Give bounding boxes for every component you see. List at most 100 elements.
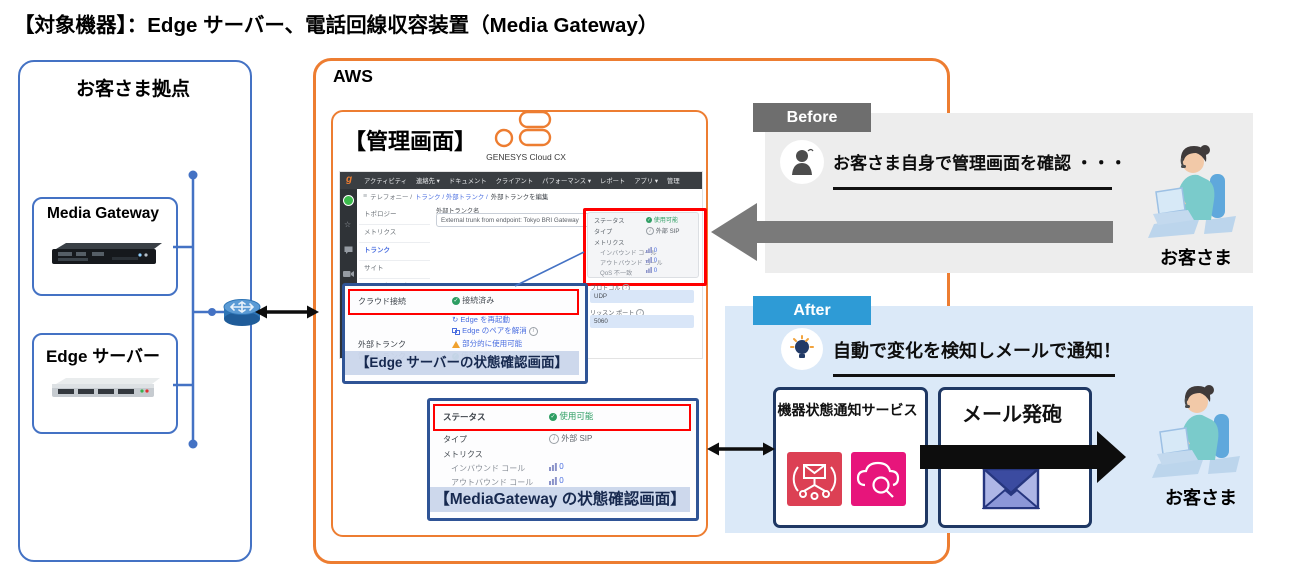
router-icon bbox=[223, 299, 261, 326]
after-underline bbox=[833, 374, 1115, 377]
media-gateway-device-image bbox=[52, 243, 162, 264]
panel-inbound-label: インバウンド コール bbox=[600, 250, 657, 257]
avatar[interactable] bbox=[343, 195, 354, 206]
edge-unpair-link[interactable]: Edge のペアを解消 i bbox=[452, 325, 538, 336]
trunk-status-panel bbox=[587, 212, 699, 278]
genesys-g-icon: g bbox=[346, 174, 353, 185]
mg-status-highlight bbox=[433, 404, 691, 431]
chat-icon[interactable] bbox=[344, 246, 353, 256]
warning-icon bbox=[452, 340, 460, 348]
camera-icon[interactable] bbox=[343, 270, 354, 278]
unpair-icon bbox=[452, 327, 460, 335]
info-icon: i bbox=[549, 433, 559, 444]
mg-outbound-value: 0 bbox=[549, 476, 564, 485]
before-underline bbox=[833, 187, 1112, 190]
edge-cloud-value: ✓ 接続済み bbox=[452, 296, 495, 305]
edge-status-highlight bbox=[348, 289, 579, 315]
edge-status-caption: 【Edge サーバーの状態確認画面】 bbox=[345, 351, 579, 375]
panel-inbound-value: 0 bbox=[646, 247, 657, 254]
edge-server-label: Edge サーバー bbox=[45, 347, 161, 366]
menu-grid-icon[interactable]: ≡ bbox=[363, 193, 368, 200]
mg-type-label: タイプ bbox=[443, 435, 467, 444]
edge-server-device-image bbox=[52, 378, 160, 397]
panel-type-value: i 外部 SIP bbox=[646, 226, 679, 236]
chart-icon bbox=[646, 247, 652, 254]
router-aws-arrow bbox=[255, 305, 319, 319]
breadcrumb: ≡ テレフォニー / トランク / 外部トランク / 外部トランクを編集 bbox=[363, 192, 548, 201]
nav-item-reports[interactable]: レポート bbox=[600, 178, 626, 185]
panel-qos-label: QoS 不一致 bbox=[600, 270, 633, 277]
customer-site-label: お客さま拠点 bbox=[75, 79, 190, 100]
info-icon: i bbox=[528, 326, 538, 336]
customer-illustration bbox=[1148, 145, 1236, 238]
cloudwatch-icon bbox=[851, 452, 906, 506]
sidebar-item-metrics[interactable]: メトリクス bbox=[359, 224, 430, 243]
check-icon: ✓ bbox=[549, 412, 557, 421]
panel-status-label: ステータス bbox=[594, 218, 625, 225]
before-message: お客さま自身で管理画面を確認 ・・・ bbox=[833, 154, 1127, 173]
after-customer-label: お客さま bbox=[1165, 488, 1237, 508]
status-panel-highlight bbox=[583, 208, 707, 286]
nav-item-clients[interactable]: クライアント bbox=[495, 178, 534, 185]
panel-outbound-value: 0 bbox=[646, 257, 657, 264]
panel-outbound-label: アウトバウンド コール bbox=[600, 260, 663, 267]
nav-item-performance[interactable]: パフォーマンス ▾ bbox=[542, 178, 592, 185]
chart-icon bbox=[549, 462, 557, 471]
admin-panel-heading: 【管理画面】 bbox=[344, 129, 477, 154]
breadcrumb-current: 外部トランクを編集 bbox=[490, 194, 549, 201]
check-icon: ✓ bbox=[646, 217, 652, 224]
edge-server-box bbox=[32, 333, 178, 434]
aws-sns-icon bbox=[787, 452, 842, 506]
edge-restart-link[interactable]: ↻ Edge を再起動 bbox=[452, 315, 510, 324]
page-title: 【対象機器】：Edge サーバー、電話回線収容装置（Media Gateway） bbox=[14, 14, 659, 37]
panel-metrics-label: メトリクス bbox=[594, 240, 625, 247]
media-gateway-label: Media Gateway bbox=[47, 205, 159, 222]
info-icon: i bbox=[646, 227, 654, 236]
panel-qos-value: 0 bbox=[646, 267, 657, 274]
chart-icon bbox=[549, 476, 557, 485]
mg-metrics-label: メトリクス bbox=[443, 450, 483, 459]
confused-person-glyph bbox=[792, 148, 814, 175]
customer-site-box bbox=[18, 60, 252, 562]
protocol-field[interactable]: UDP bbox=[590, 290, 694, 303]
lightbulb-glyph bbox=[790, 335, 814, 358]
breadcrumb-telephony[interactable]: テレフォニー / bbox=[370, 194, 412, 201]
chart-icon bbox=[646, 267, 652, 274]
nav-item-activity[interactable]: アクティビティ bbox=[364, 178, 408, 185]
aws-label: AWS bbox=[333, 66, 373, 86]
nav-item-apps[interactable]: アプリ ▾ bbox=[634, 178, 659, 185]
refresh-icon: ↻ bbox=[452, 315, 459, 324]
after-message: 自動で変化を検知しメールで通知！ bbox=[833, 341, 1121, 361]
edge-cloud-label: クラウド接続 bbox=[358, 297, 406, 306]
sidebar-item-sites[interactable]: サイト bbox=[359, 260, 430, 279]
mg-outbound-label: アウトバウンド コール bbox=[451, 478, 534, 487]
mg-type-value: i 外部 SIP bbox=[549, 433, 592, 444]
before-person-icon bbox=[780, 140, 824, 184]
check-icon: ✓ bbox=[452, 296, 460, 305]
breadcrumb-trunks[interactable]: トランク / 外部トランク / bbox=[415, 194, 488, 201]
sidebar-item-trunks[interactable]: トランク bbox=[359, 242, 430, 261]
notify-service-label: 機器状態通知サービス bbox=[777, 402, 918, 418]
mg-inbound-value: 0 bbox=[549, 462, 564, 471]
mg-inbound-label: インバウンド コール bbox=[451, 464, 526, 473]
before-customer-label: お客さま bbox=[1160, 248, 1232, 268]
chart-icon bbox=[646, 257, 652, 264]
genesys-logo-icon bbox=[494, 110, 552, 148]
nav-item-documents[interactable]: ドキュメント bbox=[448, 178, 487, 185]
after-badge: After bbox=[753, 296, 871, 325]
mg-status-label: ステータス bbox=[443, 412, 486, 422]
nav-item-contacts[interactable]: 連絡先 ▾ bbox=[416, 178, 440, 185]
star-icon[interactable]: ☆ bbox=[344, 220, 352, 229]
customer-illustration bbox=[1152, 385, 1240, 478]
envelope-icon bbox=[982, 467, 1040, 510]
nav-item-admin[interactable]: 管理 bbox=[667, 178, 680, 185]
edge-ext-trunk-value: 部分的に使用可能 bbox=[452, 338, 522, 349]
mg-status-value: ✓ 使用可能 bbox=[549, 411, 594, 421]
sidebar-item-topology[interactable]: トポロジー bbox=[359, 206, 430, 225]
after-bulb-icon bbox=[781, 328, 823, 370]
mg-status-caption: 【MediaGateway の状態確認画面】 bbox=[430, 487, 690, 512]
admin-top-nav: アクティビティ 連絡先 ▾ ドキュメント クライアント パフォーマンス ▾ レポ… bbox=[340, 172, 702, 189]
trunk-name-label: 外部トランク名 bbox=[436, 208, 480, 215]
listen-port-field[interactable]: 5060 bbox=[590, 315, 694, 328]
